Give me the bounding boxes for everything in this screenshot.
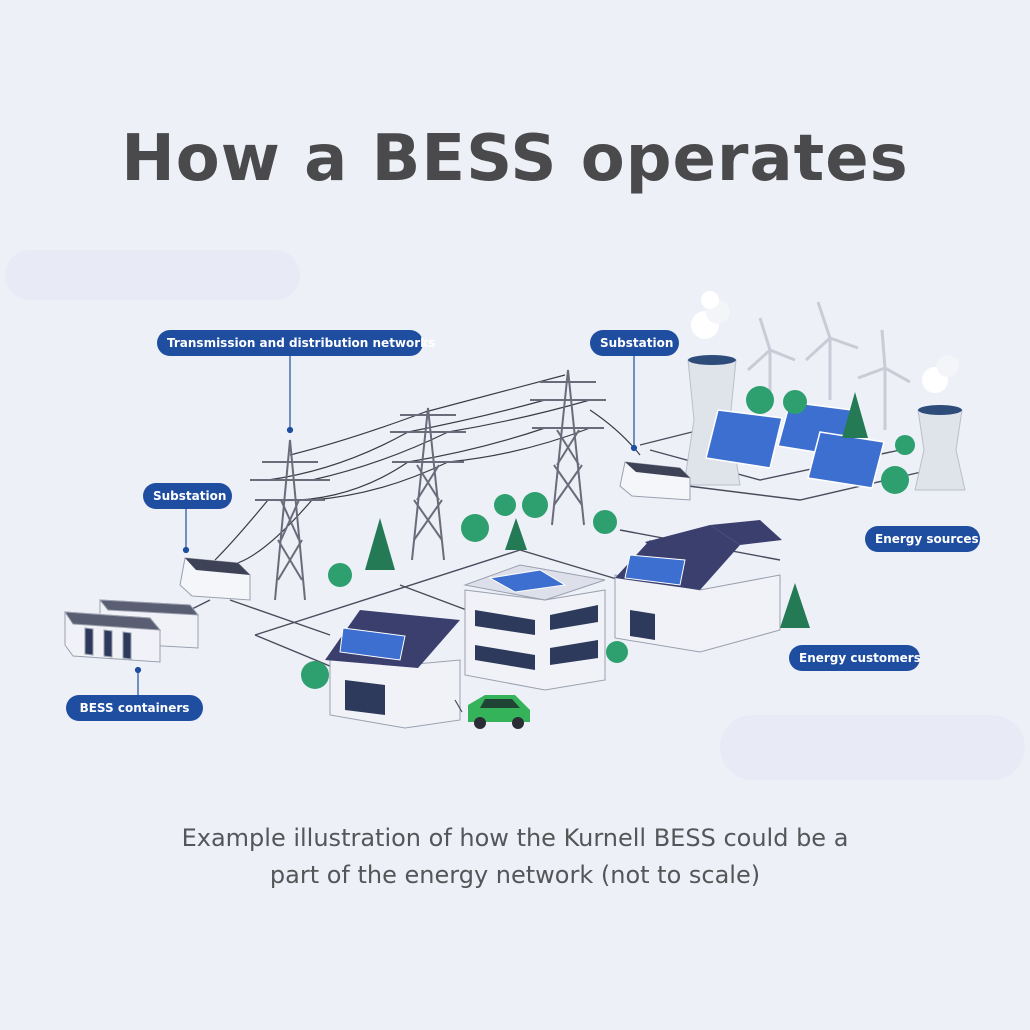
trees	[301, 386, 915, 689]
page-title: How a BESS operates	[121, 122, 909, 196]
label-energy-customers: Energy customers	[789, 645, 921, 671]
substation-right-building	[619, 461, 691, 501]
label-bess-containers: BESS containers	[66, 695, 203, 721]
label-substation-right: Substation	[590, 330, 679, 356]
factory	[614, 520, 782, 653]
label-substation-left: Substation	[143, 483, 232, 509]
label-transmission-networks: Transmission and distribution networks	[157, 330, 435, 356]
house	[325, 610, 461, 729]
power-cables	[214, 374, 641, 566]
tower-middle	[390, 407, 466, 561]
caption-line-2: part of the energy network (not to scale…	[269, 861, 761, 889]
soft-highlight	[720, 715, 1025, 780]
wind-turbine	[746, 301, 911, 430]
caption: Example illustration of how the Kurnell …	[0, 820, 1030, 894]
bess-container-units	[64, 599, 200, 663]
electric-car	[454, 695, 530, 729]
soft-highlight	[5, 250, 300, 300]
substation-left-building	[179, 557, 251, 601]
tower-left	[250, 439, 330, 601]
office-building	[463, 564, 606, 691]
tower-right	[530, 369, 606, 526]
cooling-tower-right	[914, 355, 966, 491]
caption-line-1: Example illustration of how the Kurnell …	[181, 824, 849, 852]
callout-leaders	[134, 355, 638, 695]
solar-farm	[705, 401, 885, 489]
label-energy-sources: Energy sources	[865, 526, 980, 552]
